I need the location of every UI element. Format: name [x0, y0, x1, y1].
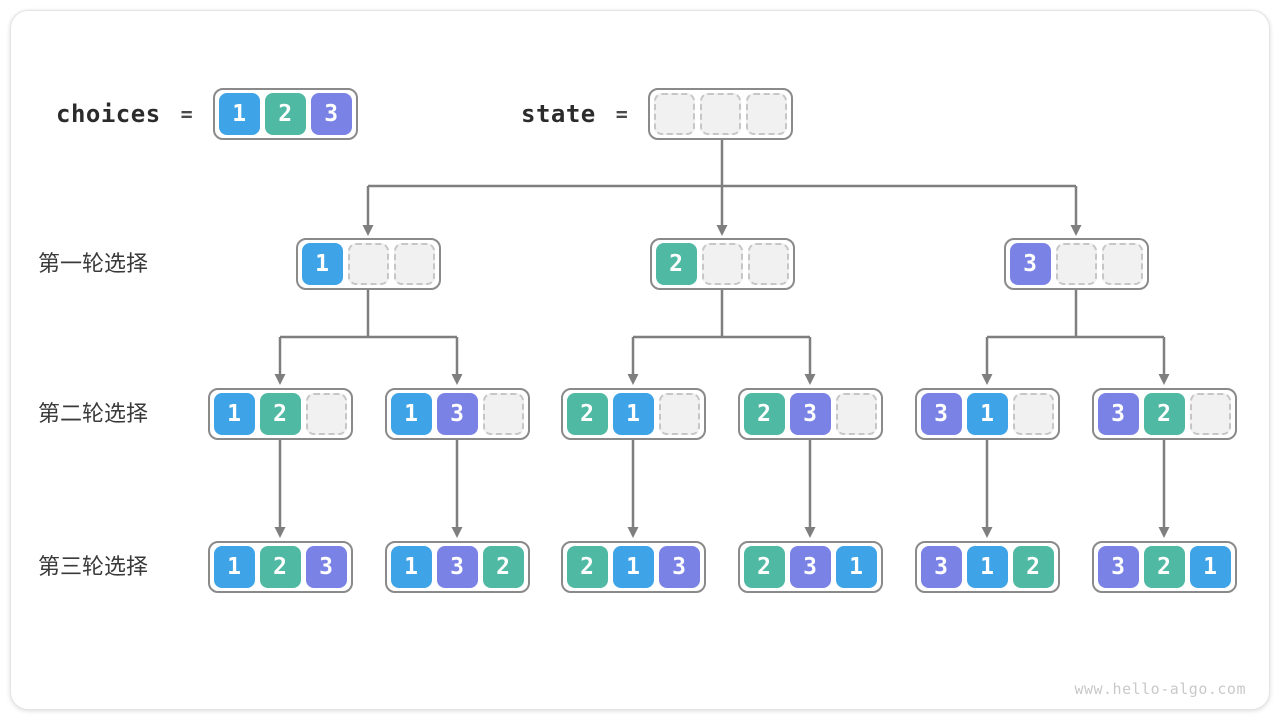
slot-value-2: 2	[264, 93, 306, 135]
slot-value-1: 1	[301, 243, 343, 285]
slot-value-3: 3	[436, 393, 478, 435]
arrowhead-icon	[716, 225, 728, 236]
slot-empty	[745, 93, 787, 135]
slot-value-2: 2	[566, 393, 608, 435]
slot-value-3: 3	[1097, 393, 1139, 435]
state-node-round1-3: 3	[1003, 238, 1149, 290]
slot-value-2: 2	[1143, 546, 1185, 588]
slot-value-2: 2	[743, 546, 785, 588]
slot-empty	[835, 393, 877, 435]
slot-value-1: 1	[966, 546, 1008, 588]
slot-value-2: 2	[743, 393, 785, 435]
arrowhead-icon	[804, 527, 816, 538]
slot-value-1: 1	[390, 393, 432, 435]
slot-value-1: 1	[390, 546, 432, 588]
slot-empty	[1189, 393, 1231, 435]
slot-value-1: 1	[612, 546, 654, 588]
slot-value-2: 2	[566, 546, 608, 588]
slot-value-1: 1	[612, 393, 654, 435]
arrowhead-icon	[627, 527, 639, 538]
arrowhead-icon	[1158, 374, 1170, 385]
state-legend: state =	[521, 88, 793, 140]
slot-value-1: 1	[1189, 546, 1231, 588]
arrowhead-icon	[1070, 225, 1082, 236]
slot-value-1: 1	[966, 393, 1008, 435]
slot-value-2: 2	[259, 546, 301, 588]
slot-empty	[1101, 243, 1143, 285]
row-label-round-2: 第二轮选择	[38, 401, 149, 426]
slot-empty	[653, 93, 695, 135]
slot-empty	[701, 243, 743, 285]
slot-empty	[393, 243, 435, 285]
arrowhead-icon	[804, 374, 816, 385]
slot-value-3: 3	[789, 546, 831, 588]
arrowhead-icon	[451, 374, 463, 385]
row-label-round-1: 第一轮选择	[38, 251, 149, 276]
slot-value-2: 2	[259, 393, 301, 435]
slot-value-2: 2	[655, 243, 697, 285]
slot-value-3: 3	[920, 393, 962, 435]
slot-empty	[699, 93, 741, 135]
slot-empty	[1055, 243, 1097, 285]
watermark: www.hello-algo.com	[1074, 680, 1246, 698]
arrowhead-icon	[1158, 527, 1170, 538]
arrowhead-icon	[981, 374, 993, 385]
state-label: state	[521, 100, 596, 128]
arrowhead-icon	[627, 374, 639, 385]
slot-empty	[1012, 393, 1054, 435]
slot-value-3: 3	[436, 546, 478, 588]
arrowhead-icon	[274, 527, 286, 538]
choices-label: choices	[56, 100, 161, 128]
arrowhead-icon	[274, 374, 286, 385]
slot-value-1: 1	[835, 546, 877, 588]
state-node-round1-2: 2	[649, 238, 795, 290]
equals-sign: =	[180, 102, 193, 126]
row-label-round-3: 第三轮选择	[38, 554, 149, 579]
slot-value-1: 1	[213, 546, 255, 588]
slot-empty	[482, 393, 524, 435]
slot-empty	[747, 243, 789, 285]
slot-value-2: 2	[1143, 393, 1185, 435]
arrowhead-icon	[981, 527, 993, 538]
slot-value-3: 3	[789, 393, 831, 435]
slot-value-1: 1	[213, 393, 255, 435]
slot-empty	[305, 393, 347, 435]
arrowhead-icon	[451, 527, 463, 538]
equals-sign: =	[615, 102, 628, 126]
slot-value-3: 3	[658, 546, 700, 588]
arrowhead-icon	[362, 225, 374, 236]
slot-value-3: 3	[1009, 243, 1051, 285]
slot-value-2: 2	[1012, 546, 1054, 588]
slot-value-3: 3	[920, 546, 962, 588]
slot-value-1: 1	[218, 93, 260, 135]
slot-value-2: 2	[482, 546, 524, 588]
state-node-round1-1: 1	[295, 238, 441, 290]
slot-value-3: 3	[310, 93, 352, 135]
slot-value-3: 3	[305, 546, 347, 588]
slot-empty	[658, 393, 700, 435]
slot-empty	[347, 243, 389, 285]
state-box	[647, 88, 793, 140]
slot-value-3: 3	[1097, 546, 1139, 588]
